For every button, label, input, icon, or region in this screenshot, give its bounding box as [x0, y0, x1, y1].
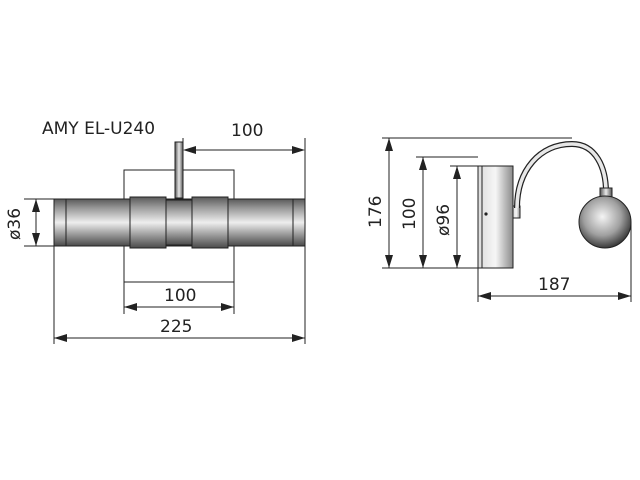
- side-view: 176 100 ø96 187: [366, 137, 632, 302]
- dim-base-diameter: ø96: [434, 165, 478, 269]
- stem: [174, 141, 184, 199]
- dim-projection: 187: [477, 222, 632, 302]
- svg-text:100: 100: [231, 121, 263, 141]
- svg-text:ø96: ø96: [434, 204, 454, 236]
- dim-total-width: 225: [53, 246, 306, 344]
- lamp-globe: [578, 195, 632, 249]
- dim-diameter: ø36: [5, 198, 56, 247]
- dim-stem-offset: 100: [182, 121, 306, 199]
- svg-text:187: 187: [538, 275, 570, 295]
- dim-base-width: 100: [123, 282, 235, 314]
- svg-text:176: 176: [366, 196, 386, 228]
- svg-text:ø36: ø36: [5, 208, 25, 240]
- svg-text:100: 100: [164, 286, 196, 306]
- screw-dot: [484, 212, 488, 216]
- lamp-tube: [53, 196, 306, 249]
- side-base: [477, 165, 514, 269]
- svg-text:225: 225: [160, 317, 192, 337]
- svg-text:100: 100: [400, 198, 420, 230]
- model-title: AMY EL-U240: [42, 119, 155, 139]
- dim-total-height: 176: [366, 137, 572, 269]
- front-view: AMY EL-U240 100: [5, 119, 306, 344]
- dim-base-height: 100: [400, 156, 478, 269]
